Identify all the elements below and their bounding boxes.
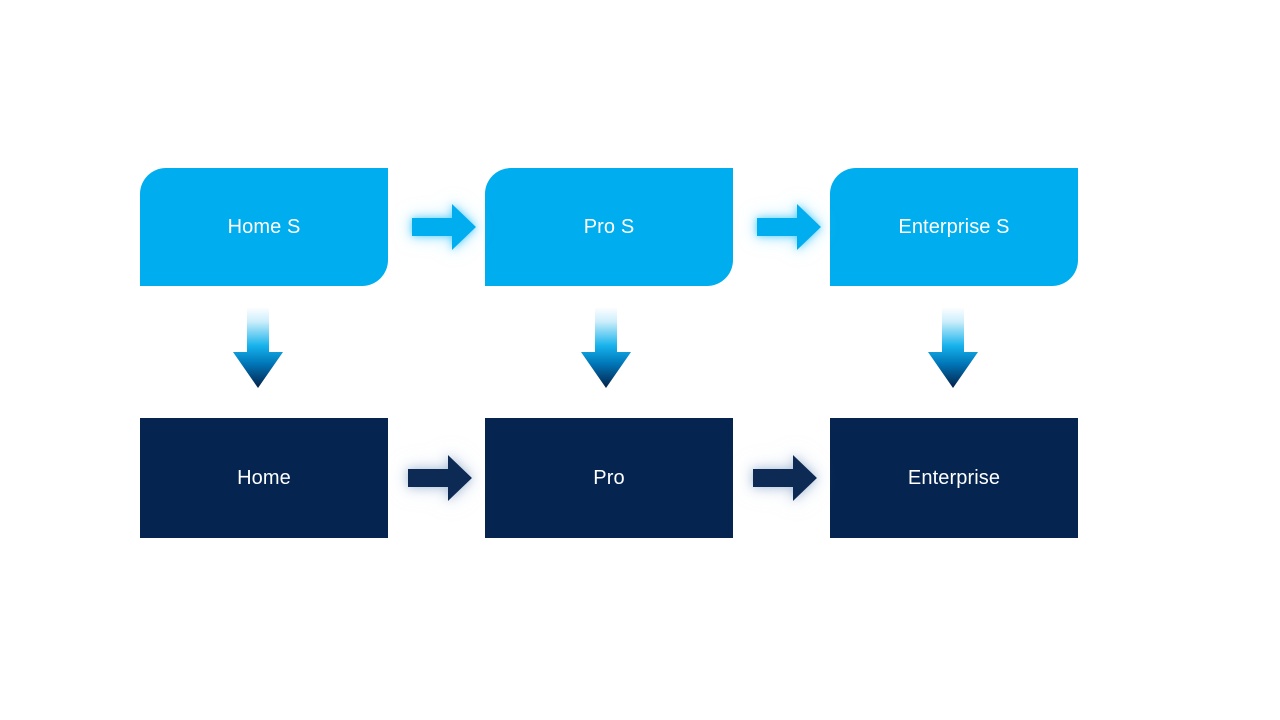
arrow-down-icon-home <box>232 307 284 389</box>
arrow-down-icon-pro <box>580 307 632 389</box>
node-enterprise[interactable]: Enterprise <box>830 418 1078 538</box>
arrow-right-icon-product-1 <box>405 452 473 504</box>
node-pro-s[interactable]: Pro S <box>485 168 733 286</box>
node-enterprise-s[interactable]: Enterprise S <box>830 168 1078 286</box>
node-home-s[interactable]: Home S <box>140 168 388 286</box>
node-pro[interactable]: Pro <box>485 418 733 538</box>
node-home-label: Home <box>237 467 291 489</box>
node-enterprise-label: Enterprise <box>907 467 1001 489</box>
node-enterprise-s-label: Enterprise S <box>898 216 1010 238</box>
node-pro-s-label: Pro S <box>583 216 635 238</box>
node-home[interactable]: Home <box>140 418 388 538</box>
arrow-right-icon-service-1 <box>410 201 478 253</box>
arrow-right-icon-service-2 <box>755 201 823 253</box>
arrow-down-icon-enterprise <box>927 307 979 389</box>
node-home-s-label: Home S <box>227 216 301 238</box>
arrow-right-icon-product-2 <box>750 452 818 504</box>
node-pro-label: Pro <box>593 467 625 489</box>
